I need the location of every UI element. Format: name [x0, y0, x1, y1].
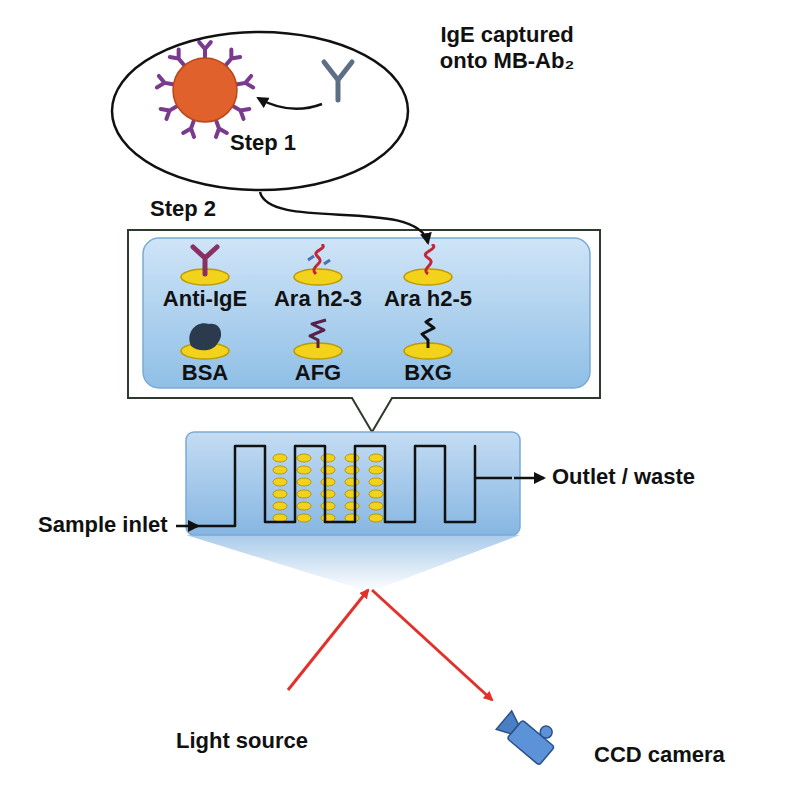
part-label: Sample inlet [38, 512, 168, 538]
spot-label: BSA [155, 360, 255, 386]
caption-text: IgE captured onto MB-Ab₂ [422, 22, 592, 75]
sensor-spot [321, 466, 335, 474]
part-label: Outlet / waste [552, 464, 695, 490]
antibody-arm [231, 105, 249, 119]
sensor-spot [369, 454, 383, 462]
part-label: CCD camera [594, 742, 725, 768]
sensor-spot [297, 502, 311, 510]
magnetic-bead [173, 58, 237, 122]
antigen-spot: BXG [378, 318, 478, 386]
inlet-arrow [176, 525, 198, 528]
antigen-spot: Ara h2-5 [378, 244, 478, 312]
sensor-spot [345, 490, 359, 498]
prism [186, 535, 520, 592]
antibody-arms [157, 42, 253, 137]
sensor-spot [321, 502, 335, 510]
capture-arrow [258, 98, 322, 109]
antibody-icon [324, 62, 352, 100]
spot-glyph [268, 318, 368, 360]
sensor-spot [273, 466, 287, 474]
spot-glyph [155, 244, 255, 286]
sensor-spot [273, 502, 287, 510]
spot-glyph [155, 318, 255, 360]
microchannel [190, 446, 512, 526]
sensor-spot [297, 478, 311, 486]
spot-label: Ara h2-3 [268, 286, 368, 312]
sensor-spot [369, 502, 383, 510]
sensor-spot [297, 454, 311, 462]
ellipse-outline [110, 30, 410, 192]
sensor-spot [369, 478, 383, 486]
antibody-arm [161, 105, 179, 119]
sensor-spot [273, 454, 287, 462]
step-arrow [260, 192, 428, 243]
spot-glyph [378, 244, 478, 286]
sensor-spot [369, 514, 383, 522]
spot-label: Ara h2-5 [378, 286, 478, 312]
sensor-panel [143, 238, 590, 388]
outlet-arrow [514, 477, 544, 480]
spot-label: AFG [268, 360, 368, 386]
antigen-spot: AFG [268, 318, 368, 386]
spot-glyph [378, 318, 478, 360]
callout-frame [128, 230, 600, 432]
sensor-spot [273, 490, 287, 498]
spot-label: BXG [378, 360, 478, 386]
antigen-spot: Anti-IgE [155, 244, 255, 312]
antibody-arm [224, 50, 240, 67]
sensor-spot [369, 466, 383, 474]
incident-ray [288, 590, 368, 690]
sensor-spot [345, 478, 359, 486]
sensor-spots [273, 454, 383, 522]
antibody-arm [215, 118, 227, 137]
sensor-spot [297, 514, 311, 522]
antigen-spot: BSA [155, 318, 255, 386]
spot-glyph [268, 244, 368, 286]
antibody-arm [170, 50, 186, 67]
sensor-spot [321, 478, 335, 486]
step-label: Step 1 [230, 130, 296, 156]
bead-ellipse: IgE captured onto MB-Ab₂Step 1 [110, 30, 410, 192]
sensor-spot [345, 454, 359, 462]
step-label: Step 2 [150, 196, 216, 222]
sensor-spot [345, 502, 359, 510]
spot-label: Anti-IgE [155, 286, 255, 312]
sensor-spot [345, 466, 359, 474]
sensor-spot [297, 490, 311, 498]
reflected-ray [372, 590, 492, 700]
chip [186, 432, 520, 535]
sensor-spot [369, 490, 383, 498]
sensor-spot [297, 466, 311, 474]
sensor-spot [321, 490, 335, 498]
antigen-spot: Ara h2-3 [268, 244, 368, 312]
antibody-arm [183, 118, 195, 137]
sensor-spot [321, 454, 335, 462]
part-label: Light source [176, 728, 308, 754]
sensor-spot [273, 478, 287, 486]
camera-icon [496, 702, 562, 766]
